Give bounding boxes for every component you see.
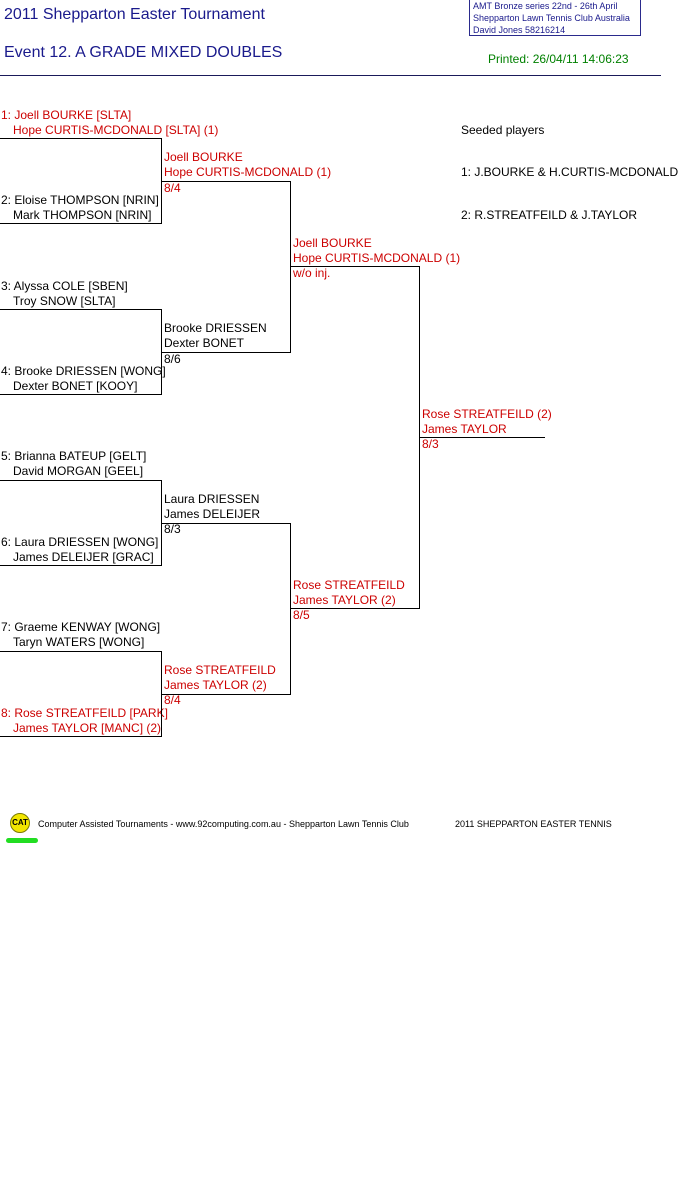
r1-line-4 (0, 394, 161, 395)
r1-entry-1-line1: 1: Joell BOURKE [SLTA] (1, 108, 132, 122)
r1-entry-3-line1: 3: Alyssa COLE [SBEN] (1, 279, 128, 293)
r1-entry-6-line1: 6: Laura DRIESSEN [WONG] (1, 535, 159, 549)
cat-logo: CAT (10, 813, 30, 833)
r2-entry-2-score: 8/6 (164, 352, 181, 366)
r1-entry-5-line2: David MORGAN [GEEL] (13, 464, 144, 478)
champion-line (419, 437, 545, 438)
r1-entry-5-line1: 5: Brianna BATEUP [GELT] (1, 449, 147, 463)
r1-entry-7-line1: 7: Graeme KENWAY [WONG] (1, 620, 161, 634)
r1-line-6 (0, 565, 161, 566)
r1-entry-4-line2: Dexter BONET [KOOY] (13, 379, 138, 393)
r3-line-1 (290, 266, 419, 267)
r1-line-5 (0, 480, 161, 481)
info-line-series: AMT Bronze series 22nd - 26th April (473, 1, 618, 11)
footer-credit: Computer Assisted Tournaments - www.92co… (38, 819, 409, 829)
r1-entry-2-line1: 2: Eloise THOMPSON [NRIN] (1, 193, 159, 207)
r2-entry-2-line1: Brooke DRIESSEN (164, 321, 267, 335)
r2-entry-4-line1: Rose STREATFEILD (164, 663, 276, 677)
champion-line2: James TAYLOR (422, 422, 507, 436)
r2-connector-1 (290, 181, 291, 353)
r1-entry-6-line2: James DELEIJER [GRAC] (13, 550, 154, 564)
champion-score: 8/3 (422, 437, 439, 451)
event-title: Event 12. A GRADE MIXED DOUBLES (4, 44, 283, 61)
printed-timestamp: Printed: 26/04/11 14:06:23 (488, 52, 629, 66)
tournament-title: 2011 Shepparton Easter Tournament (4, 6, 265, 23)
seed-1: 1: J.BOURKE & H.CURTIS-MCDONALD (461, 165, 678, 179)
r2-entry-1-line1: Joell BOURKE (164, 150, 243, 164)
r1-line-1 (0, 138, 161, 139)
r2-entry-3-line1: Laura DRIESSEN (164, 492, 260, 506)
r2-entry-4-line2: James TAYLOR (2) (164, 678, 267, 692)
r3-entry-1-score: w/o inj. (293, 266, 331, 280)
r1-entry-2-line2: Mark THOMPSON [NRIN] (13, 208, 152, 222)
r3-entry-2-line1: Rose STREATFEILD (293, 578, 405, 592)
r1-entry-3-line2: Troy SNOW [SLTA] (13, 294, 116, 308)
header-divider (0, 75, 661, 76)
info-line-club: Shepparton Lawn Tennis Club Australia (473, 13, 630, 23)
r1-entry-8-line1: 8: Rose STREATFEILD [PARK] (1, 706, 168, 720)
cat-logo-swoosh (6, 838, 38, 843)
r1-line-8 (0, 736, 161, 737)
r2-line-1 (161, 181, 290, 182)
r3-line-2 (290, 608, 419, 609)
r3-entry-2-line2: James TAYLOR (2) (293, 593, 396, 607)
r2-entry-3-score: 8/3 (164, 522, 181, 536)
r2-entry-2-line2: Dexter BONET (164, 336, 245, 350)
r3-entry-1-line2: Hope CURTIS-MCDONALD (1) (293, 251, 461, 265)
r1-entry-8-line2: James TAYLOR [MANC] (2) (13, 721, 162, 735)
footer-event-name: 2011 SHEPPARTON EASTER TENNIS (455, 819, 612, 829)
r1-line-3 (0, 309, 161, 310)
r2-line-3 (161, 523, 290, 524)
r2-entry-4-score: 8/4 (164, 693, 181, 707)
r1-entry-1-line2: Hope CURTIS-MCDONALD [SLTA] (1) (13, 123, 219, 137)
r2-line-4 (161, 694, 290, 695)
r2-connector-2 (290, 523, 291, 695)
r2-entry-3-line2: James DELEIJER (164, 507, 261, 521)
seeds-heading: Seeded players (461, 123, 545, 137)
info-line-contact: David Jones 58216214 (473, 25, 566, 35)
tournament-info-box: AMT Bronze series 22nd - 26th April Shep… (469, 0, 641, 36)
r3-entry-2-score: 8/5 (293, 608, 310, 622)
seed-2: 2: R.STREATFEILD & J.TAYLOR (461, 208, 638, 222)
r2-entry-1-line2: Hope CURTIS-MCDONALD (1) (164, 165, 332, 179)
champion-line1: Rose STREATFEILD (2) (422, 407, 552, 421)
r1-line-2 (0, 223, 161, 224)
r2-entry-1-score: 8/4 (164, 181, 181, 195)
r1-entry-7-line2: Taryn WATERS [WONG] (13, 635, 145, 649)
r3-entry-1-line1: Joell BOURKE (293, 236, 372, 250)
r2-line-2 (161, 352, 290, 353)
r1-line-7 (0, 651, 161, 652)
r1-entry-4-line1: 4: Brooke DRIESSEN [WONG] (1, 364, 166, 378)
